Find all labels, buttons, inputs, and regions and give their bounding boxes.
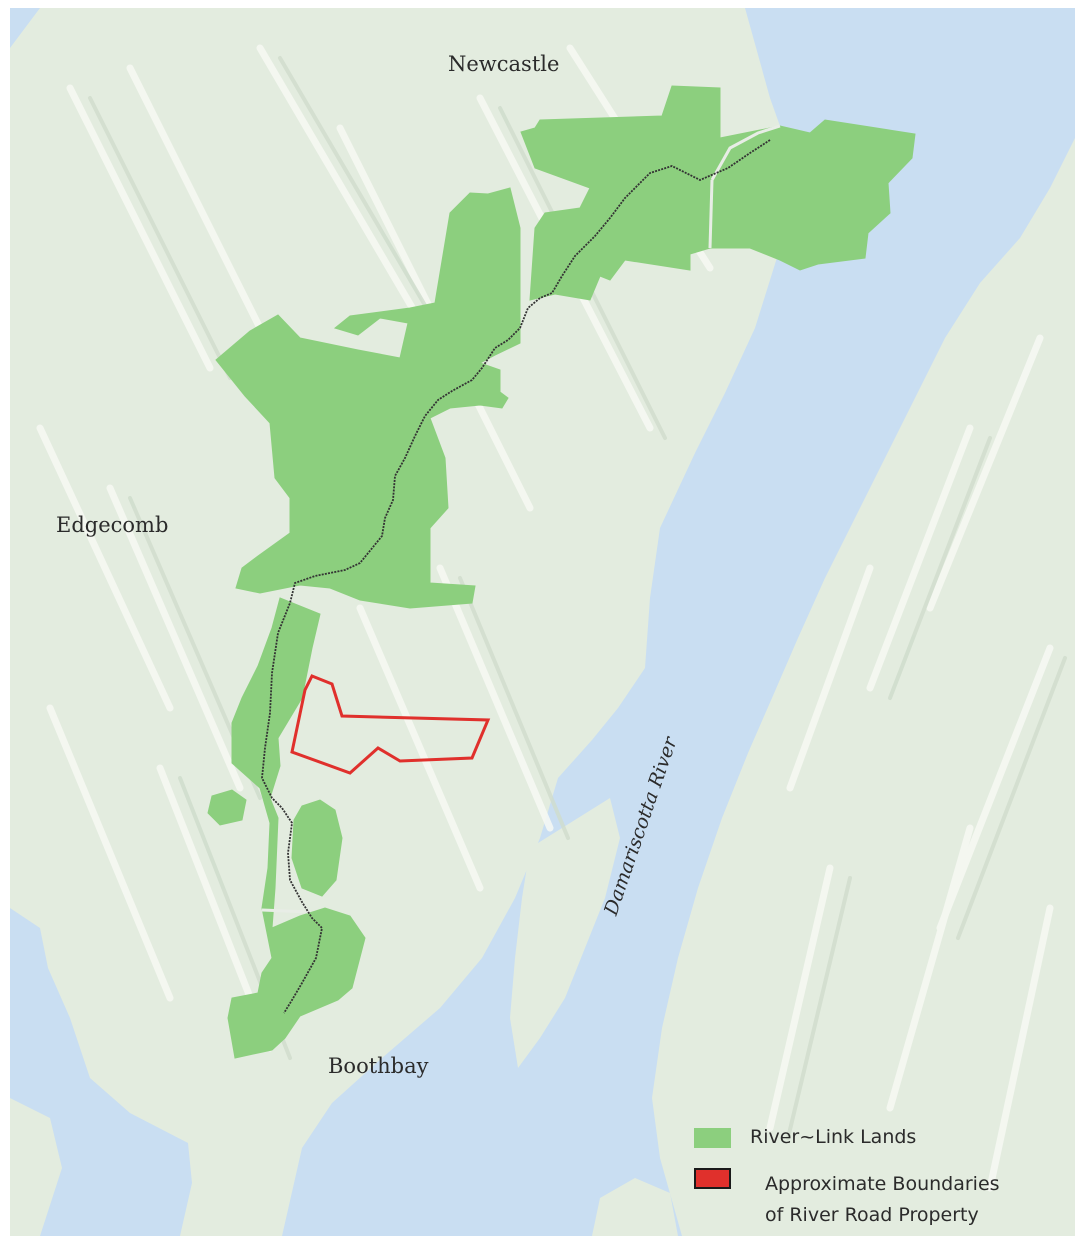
roads [261, 124, 781, 914]
conservation-parcel-south-strip [227, 597, 366, 1059]
peninsula-land [510, 798, 620, 1068]
conservation-parcel-oval [291, 799, 343, 897]
legend-lands-label: River~Link Lands [750, 1126, 917, 1148]
legend-boundary-label-line1: Approximate Boundaries [765, 1173, 1000, 1195]
island [10, 1098, 62, 1236]
island [592, 1178, 678, 1236]
legend-boundary-swatch [694, 1168, 731, 1189]
conservation-parcel-northeast [520, 85, 916, 301]
conservation-parcel-west [207, 789, 247, 826]
legend-boundary-label-line2: of River Road Property [765, 1204, 979, 1226]
eastern-landmass [652, 138, 1075, 1236]
river-link-lands [207, 85, 916, 1059]
western-landmass [10, 8, 795, 1236]
terrain-shadows [88, 56, 1067, 1140]
place-label-newcastle: Newcastle [448, 52, 560, 76]
map[interactable]: Newcastle Edgecomb Boothbay Damariscotta… [10, 8, 1075, 1236]
legend-lands-swatch [694, 1128, 731, 1148]
river-road-property-boundary [290, 674, 491, 775]
place-label-edgecomb: Edgecomb [56, 513, 169, 537]
river-link-trail [261, 139, 771, 1014]
conservation-parcel-central [215, 187, 521, 609]
place-label-boothbay: Boothbay [328, 1054, 429, 1078]
map-canvas[interactable] [10, 8, 1075, 1236]
